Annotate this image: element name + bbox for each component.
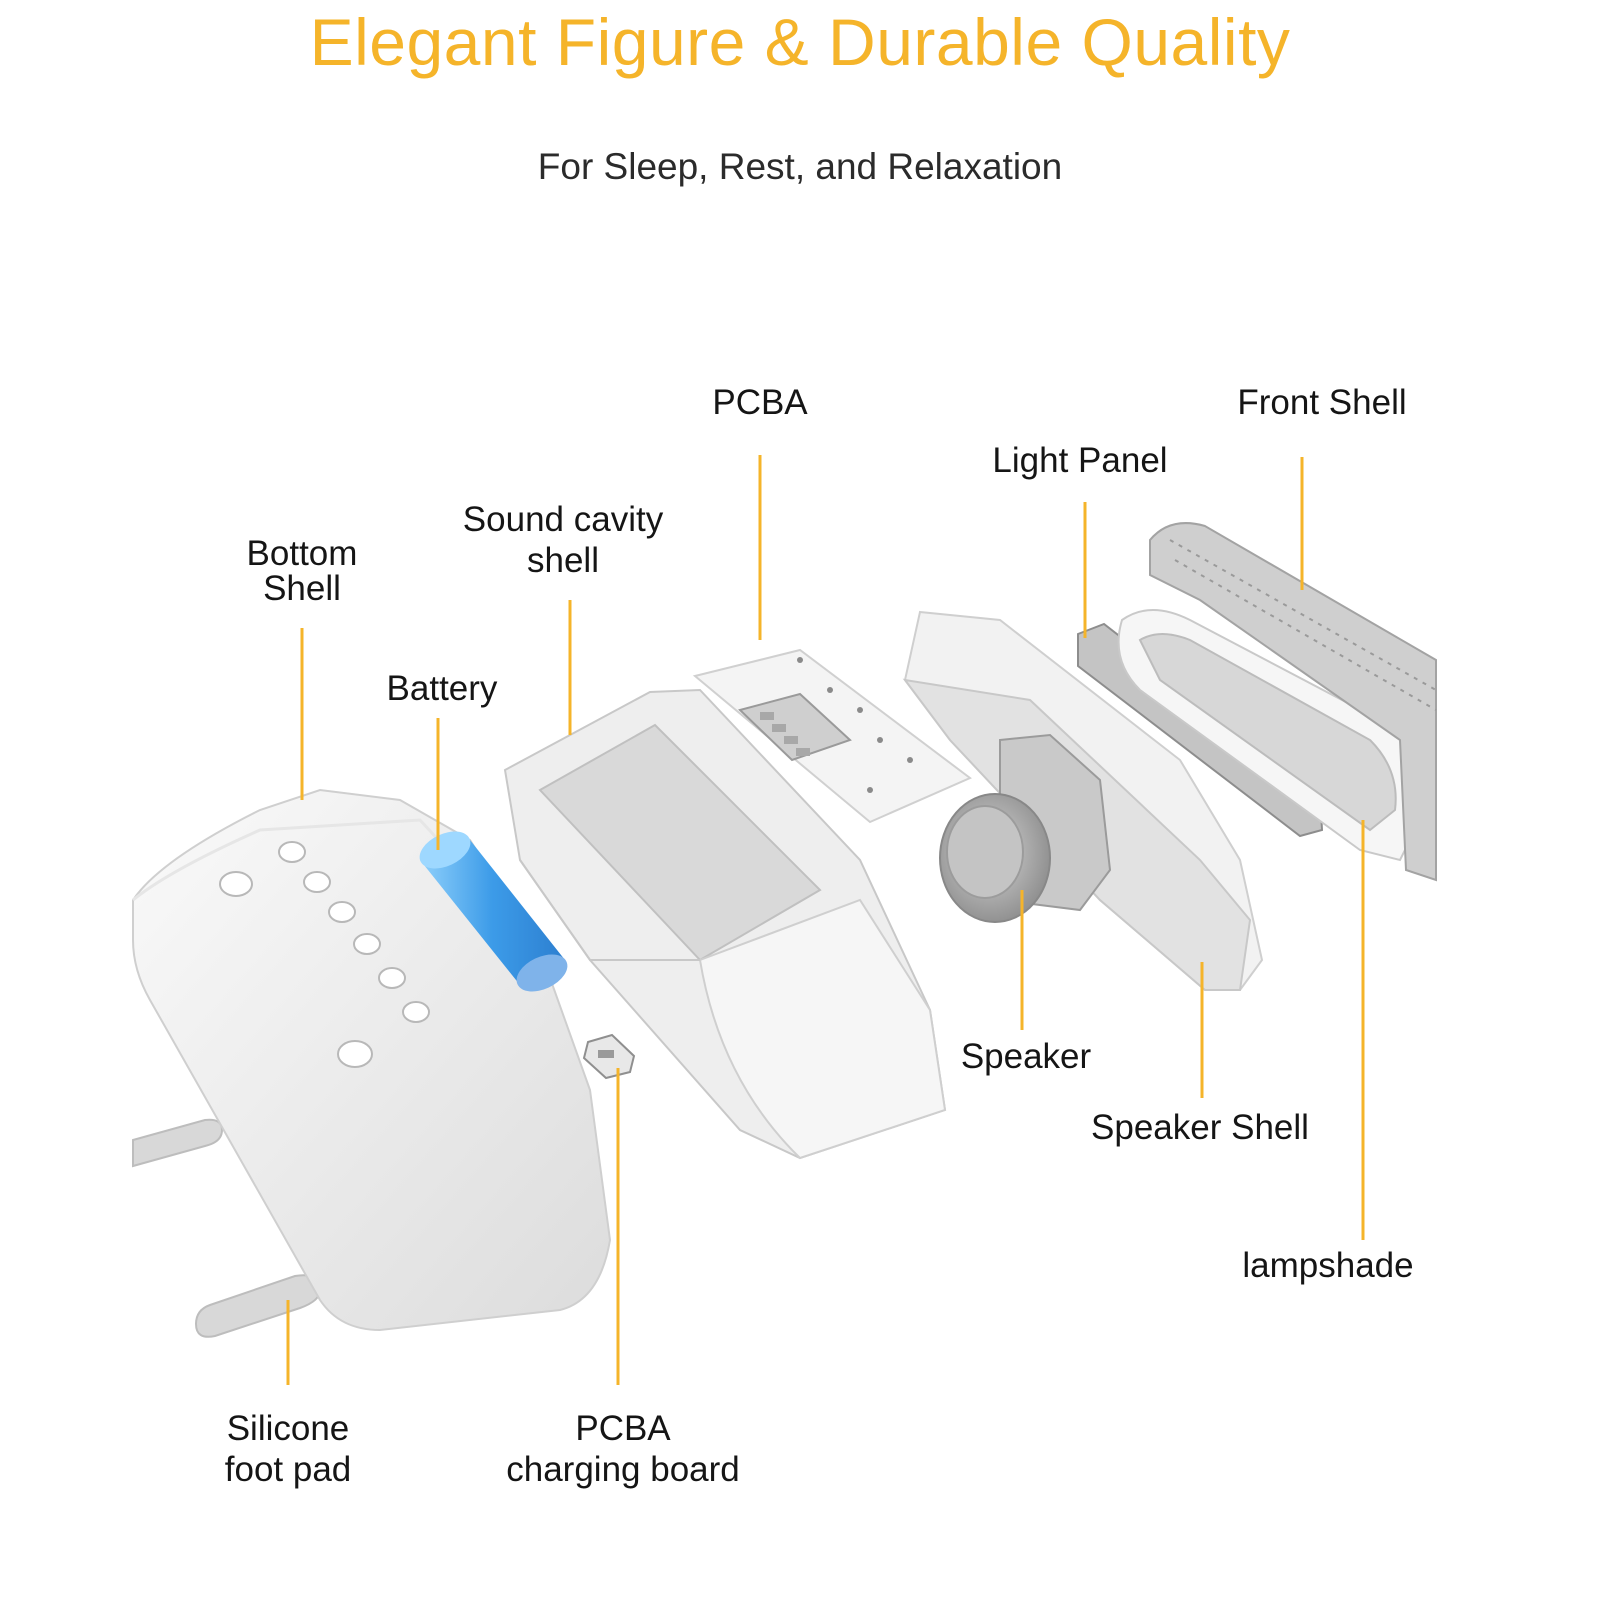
label-silicone-line1: Silicone [226, 1409, 350, 1448]
label-pcba-charging-line1: PCBA [575, 1409, 671, 1448]
page-subtitle: For Sleep, Rest, and Relaxation [537, 146, 1063, 187]
label-bottom-shell: Bottom Shell [232, 536, 372, 606]
sound-cavity-shell-part [503, 688, 947, 1160]
label-speaker-shell: Speaker Shell [1091, 1108, 1309, 1147]
label-lampshade: lampshade [1242, 1246, 1414, 1285]
silicone-foot-pad-bottom [194, 1274, 322, 1338]
page-title: Elegant Figure & Durable Quality [309, 5, 1291, 79]
label-sound-cavity-shell: Sound cavity shell [448, 499, 678, 581]
front-shell-part [1149, 522, 1437, 882]
label-battery: Battery [386, 669, 498, 708]
battery-part [419, 831, 568, 992]
label-silicone-line2: foot pad [224, 1450, 352, 1489]
pcba-charging-board-part [582, 1033, 636, 1080]
leader-lines [286, 455, 1365, 1385]
label-light-panel: Light Panel [992, 441, 1168, 480]
label-pcba-charging-board: PCBA charging board [490, 1408, 756, 1490]
label-pcba-charging-line2: charging board [506, 1450, 740, 1489]
silicone-foot-pad-top [132, 1118, 224, 1168]
label-bottom-shell-line2: Shell [263, 569, 341, 608]
label-bottom-shell-line1: Bottom [246, 534, 358, 573]
label-front-shell: Front Shell [1237, 383, 1407, 422]
label-speaker: Speaker [960, 1037, 1092, 1076]
label-pcba: PCBA [712, 383, 808, 422]
label-sound-cavity-line2: shell [527, 541, 599, 580]
label-sound-cavity-line1: Sound cavity [462, 500, 664, 539]
label-silicone-foot-pad: Silicone foot pad [188, 1408, 388, 1490]
pcba-main-board-part [692, 648, 972, 824]
